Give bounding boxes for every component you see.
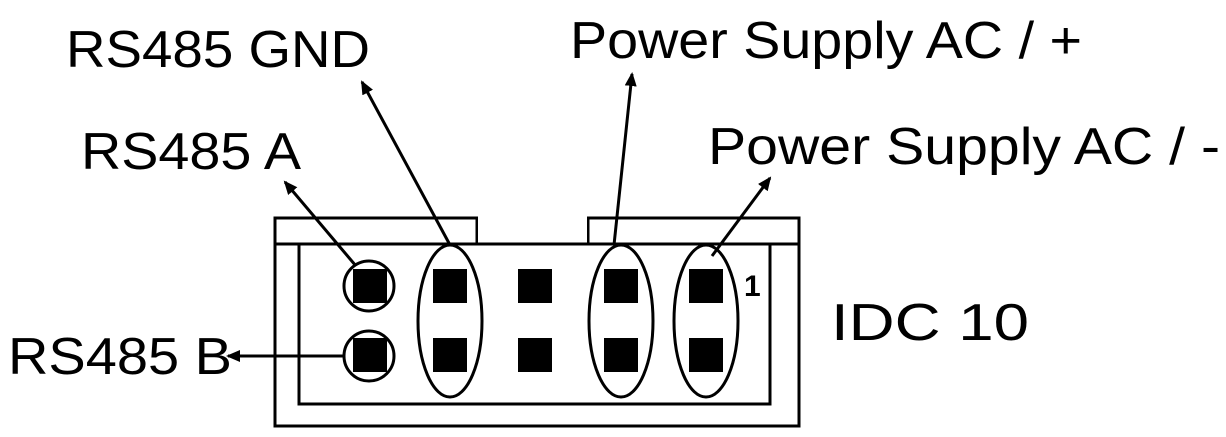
label-connector-idc10: IDC 10	[831, 294, 1029, 352]
label-rs485-b: RS485 B	[8, 328, 232, 386]
power-minus-pin-ellipse	[672, 243, 740, 399]
arrow-power-minus	[710, 176, 772, 257]
label-power-minus: Power Supply AC / -	[708, 118, 1220, 176]
arrow-rs485-a	[283, 180, 358, 267]
pin-top-5	[689, 269, 723, 303]
leader-arrows	[226, 72, 772, 362]
pin-top-3	[518, 269, 552, 303]
pin-bottom-5	[689, 338, 723, 372]
pin-bottom-2	[433, 338, 467, 372]
connector-housing	[273, 216, 801, 428]
label-rs485-a: RS485 A	[81, 123, 301, 181]
pin-bottom-1	[353, 338, 387, 372]
arrow-power-plus	[612, 72, 637, 246]
label-power-plus: Power Supply AC / +	[570, 12, 1082, 70]
power-plus-pin-ellipse	[587, 243, 655, 399]
key-slot	[478, 216, 587, 246]
key-right-ledge	[586, 216, 801, 246]
rs485-a-pin-circle	[342, 259, 396, 313]
pin-top-1	[353, 269, 387, 303]
pin-grid	[353, 269, 723, 372]
pin-top-2	[433, 269, 467, 303]
pin-top-4	[604, 269, 638, 303]
arrow-rs485-gnd	[360, 80, 452, 246]
pin-bottom-3	[518, 338, 552, 372]
pin-bottom-4	[604, 338, 638, 372]
label-pin-one: 1	[744, 270, 761, 303]
label-rs485-gnd: RS485 GND	[66, 21, 370, 79]
